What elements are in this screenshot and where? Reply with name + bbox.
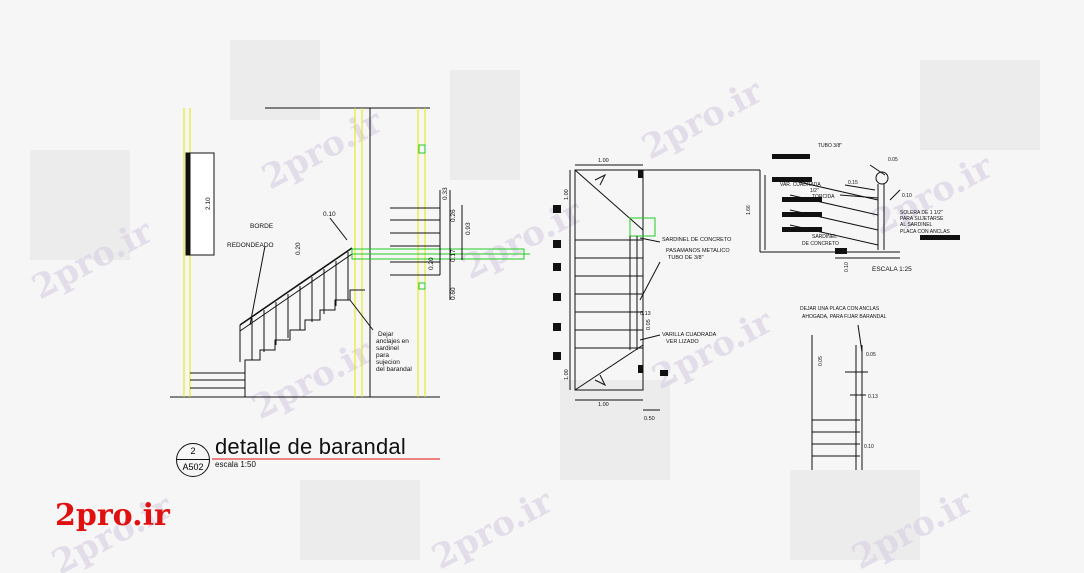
- dim-label: 0.20: [428, 257, 435, 270]
- dim-label: 1.00: [598, 402, 609, 408]
- dim-label: 0.05: [646, 319, 652, 330]
- label-al-sardinel: AL SARDINEL: [900, 222, 933, 228]
- watermark: 2pro.ir: [645, 301, 780, 398]
- watermark: 2pro.ir: [635, 71, 770, 168]
- dim-label: 1.00: [564, 369, 570, 380]
- label-solera: SOLERA DE 1 1/2": [900, 210, 943, 216]
- label-torcida: TORCIDA: [812, 194, 835, 200]
- drawing-scale: escala 1:50: [215, 460, 256, 469]
- section-marks: [772, 154, 960, 254]
- label-para-sujetarse: PARA SUJETARSE: [900, 216, 944, 222]
- elevation-labels: 2.10 BORDE REDONDEADO 0.20 0.10 0.33 0.2…: [205, 187, 472, 373]
- dim-label: 0.93: [465, 222, 472, 235]
- dim-label: 0.10: [902, 193, 912, 199]
- dim-label: 0.10: [864, 444, 874, 450]
- dim-label: 2.10: [205, 197, 212, 210]
- label-var-cuadrada: VAR. CUADRADA: [780, 182, 821, 188]
- dim-label: 0.05: [818, 356, 824, 366]
- label-tubo: TUBO DE 3/8": [668, 255, 704, 261]
- dim-label: 0.13: [640, 311, 651, 317]
- sheet-reference: 2 A502: [176, 443, 210, 477]
- plan-labels: 1.00 1.00 1.00 1.00 0.50 0.13 0.05 SARDI…: [564, 158, 732, 422]
- anchor-labels: DEJAR UNA PLACA CON ANCLAS AHOGADA, PARA…: [800, 306, 887, 450]
- dim-label: 0.10: [844, 262, 850, 272]
- label-dejar: sujecion: [376, 359, 400, 366]
- label-placa: PLACA CON ANCLAS: [900, 229, 950, 235]
- dim-label: 0.05: [866, 352, 876, 358]
- label-var-half: 1/2": [810, 188, 819, 194]
- label-dejar: anclajes en: [376, 338, 409, 345]
- background-tiles: [30, 40, 1040, 560]
- label-escala125: ESCALA 1:25: [872, 266, 912, 273]
- dim-label: 1.00: [598, 158, 609, 164]
- label-redondeado: REDONDEADO: [227, 242, 274, 249]
- dim-label: 0.10: [323, 211, 336, 218]
- label-sardinel2: SARDINEL: [812, 234, 837, 240]
- sheet-number: 2: [190, 446, 196, 456]
- plan-marks: [553, 170, 668, 376]
- dim-label: 0.26: [450, 209, 457, 222]
- dim-label: 1.00: [564, 189, 570, 200]
- section-labels: TUBO 3/8" 0.05 VAR. CUADRADA 1/2" TORCID…: [746, 143, 950, 273]
- label-dejar: Dejar: [378, 331, 394, 338]
- railing-elevation: [170, 107, 530, 398]
- label-tubo-top: TUBO 3/8": [818, 143, 842, 149]
- anchor-detail: [811, 324, 868, 470]
- label-sardinel-concreto: SARDINEL DE CONCRETO: [662, 237, 732, 243]
- dim-label: 0.17: [450, 249, 457, 262]
- dim-label: 0.60: [450, 287, 457, 300]
- label-dejar-placa: DEJAR UNA PLACA CON ANCLAS: [800, 306, 880, 312]
- label-varilla: VARILLA CUADRADA: [662, 332, 717, 338]
- label-pasamanos: PASAMANOS METALICO: [666, 248, 730, 254]
- label-dejar: para: [376, 352, 389, 359]
- label-verlizado: VER LIZADO: [666, 339, 699, 345]
- stair-plan: [569, 164, 760, 411]
- drawing-title: detalle de barandal: [215, 434, 406, 459]
- dim-label: 0.20: [295, 242, 302, 255]
- dim-label: 0.15: [848, 180, 858, 186]
- dim-label: 1.66: [746, 205, 752, 215]
- logo: 2pro.ir: [55, 498, 170, 533]
- dim-label: 0.50: [644, 416, 655, 422]
- watermark: 2pro.ir: [245, 331, 380, 428]
- label-de-concreto: DE CONCRETO: [802, 241, 839, 247]
- dim-label: 0.33: [442, 187, 449, 200]
- sheet-code: A502: [182, 462, 204, 472]
- label-borde: BORDE: [250, 223, 274, 230]
- label-dejar: del barandal: [376, 366, 412, 373]
- watermark: 2pro.ir: [425, 481, 560, 573]
- sheet-divider: [177, 459, 209, 460]
- dim-label: 0.05: [888, 157, 898, 163]
- label-dejar-placa: AHOGADA, PARA FIJAR BARANDAL: [802, 314, 887, 320]
- label-dejar: sardinel: [376, 345, 399, 352]
- dim-label: 0.13: [868, 394, 878, 400]
